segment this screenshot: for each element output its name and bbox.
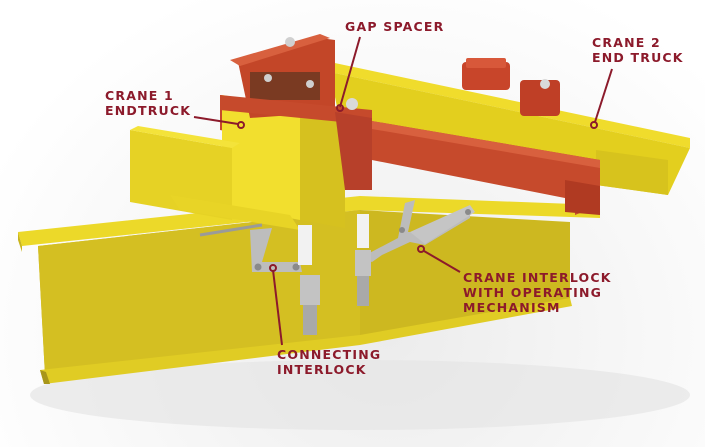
anchor-crane-1 xyxy=(237,121,245,129)
anchor-gap-spacer xyxy=(336,104,344,112)
callout-line: ENDTRUCK xyxy=(105,103,192,118)
callout-line: CRANE 2 xyxy=(592,35,661,50)
callout-crane-2-end-truck: CRANE 2 END TRUCK xyxy=(592,35,684,65)
connecting-interlock-linkage xyxy=(199,223,320,335)
callout-connecting-interlock: CONNECTING INTERLOCK xyxy=(277,347,381,377)
leader-gap-spacer xyxy=(339,36,361,108)
crane-1-endtruck-body xyxy=(130,95,345,230)
leader-crane-1 xyxy=(193,116,239,125)
crane-interlock-linkage xyxy=(355,200,475,306)
callout-line: CONNECTING xyxy=(277,347,382,362)
motor-gearbox xyxy=(462,58,560,116)
anchor-connecting-interlock xyxy=(269,264,277,272)
callout-line: END TRUCK xyxy=(592,50,684,65)
leader-connecting-interlock xyxy=(272,269,283,346)
callout-crane-interlock: CRANE INTERLOCK WITH OPERATING MECHANISM xyxy=(463,270,612,315)
callout-line: WITH OPERATING xyxy=(463,285,603,300)
callout-gap-spacer: GAP SPACER xyxy=(345,19,444,34)
leader-lines xyxy=(193,36,613,346)
leader-crane-interlock xyxy=(423,250,461,273)
anchor-crane-2 xyxy=(590,121,598,129)
callout-crane-1-endtruck: CRANE 1 ENDTRUCK xyxy=(105,88,191,118)
callout-line: CRANE 1 xyxy=(105,88,174,103)
callout-line: INTERLOCK xyxy=(277,362,367,377)
callout-line: CRANE INTERLOCK xyxy=(463,270,612,285)
gap-spacer-assembly xyxy=(220,34,372,190)
callout-line: GAP SPACER xyxy=(345,19,445,34)
callout-line: MECHANISM xyxy=(463,300,561,315)
leader-crane-2 xyxy=(594,68,613,123)
anchor-crane-interlock xyxy=(417,245,425,253)
ground-shadow xyxy=(30,360,690,430)
